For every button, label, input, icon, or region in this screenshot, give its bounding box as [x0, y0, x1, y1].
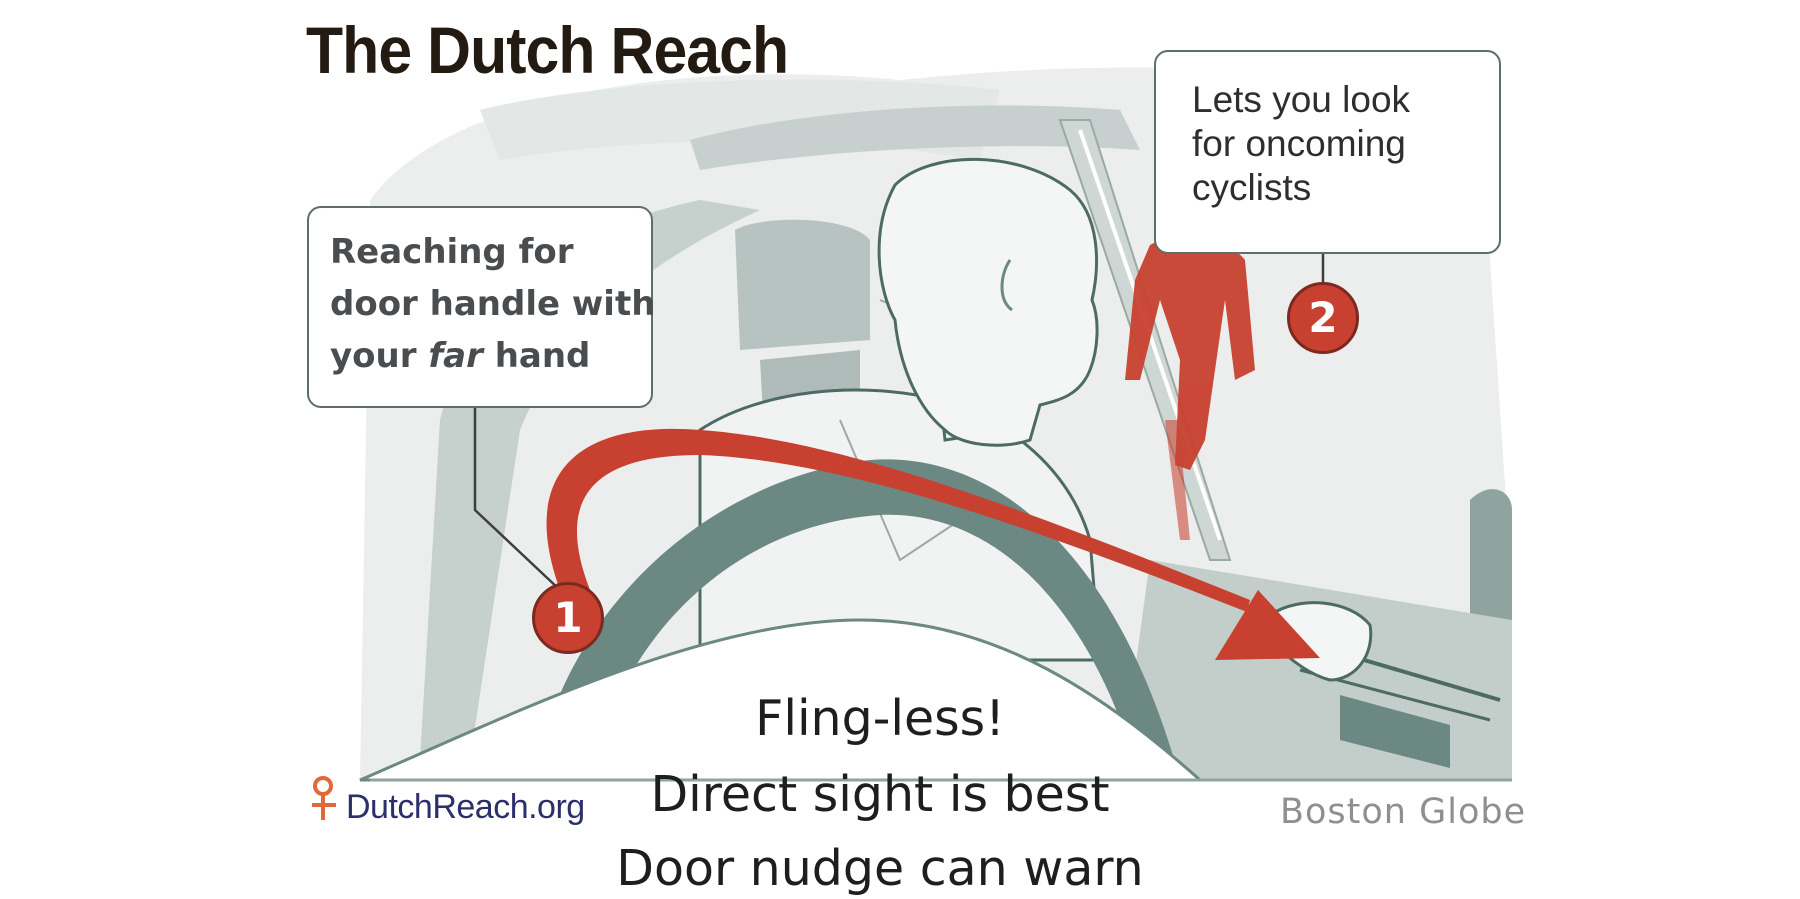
- callout-2-line-3: cyclists: [1192, 167, 1312, 208]
- dashboard-panel: [359, 618, 1204, 782]
- step-2-badge: 2: [1287, 282, 1359, 354]
- callout-1-text: Reaching for door handle with your far h…: [330, 226, 655, 382]
- callout-far-hand: Reaching for door handle with your far h…: [307, 206, 655, 408]
- callout-1-line-3-suffix: hand: [482, 336, 591, 376]
- callout-1-line-3-prefix: your: [330, 336, 429, 376]
- callout-1-leader: [473, 408, 561, 591]
- logo-text: DutchReach.org: [346, 788, 585, 826]
- callout-2-line-2: for oncoming: [1192, 123, 1406, 164]
- page-title: The Dutch Reach: [306, 13, 789, 87]
- tip-line-3: Door nudge can warn: [616, 840, 1144, 897]
- tip-line-2: Direct sight is best: [650, 766, 1110, 823]
- callout-1-line-2: door handle with: [330, 284, 656, 324]
- tip-line-1: Fling-less!: [755, 690, 1005, 747]
- step-1-badge: 1: [532, 582, 604, 654]
- callout-1-line-3-emphasis: far: [428, 336, 483, 376]
- callout-oncoming-cyclists: Lets you look for oncoming cyclists: [1154, 50, 1501, 254]
- callout-2-line-1: Lets you look: [1192, 79, 1411, 120]
- dutchreach-logo-mark: [312, 776, 336, 820]
- callout-2-text: Lets you look for oncoming cyclists: [1192, 78, 1499, 210]
- reach-arrow: [546, 428, 1320, 660]
- callout-1-line-1: Reaching for: [330, 232, 574, 272]
- steering-wheel: [535, 459, 1180, 780]
- source-credit: Boston Globe: [1280, 792, 1527, 832]
